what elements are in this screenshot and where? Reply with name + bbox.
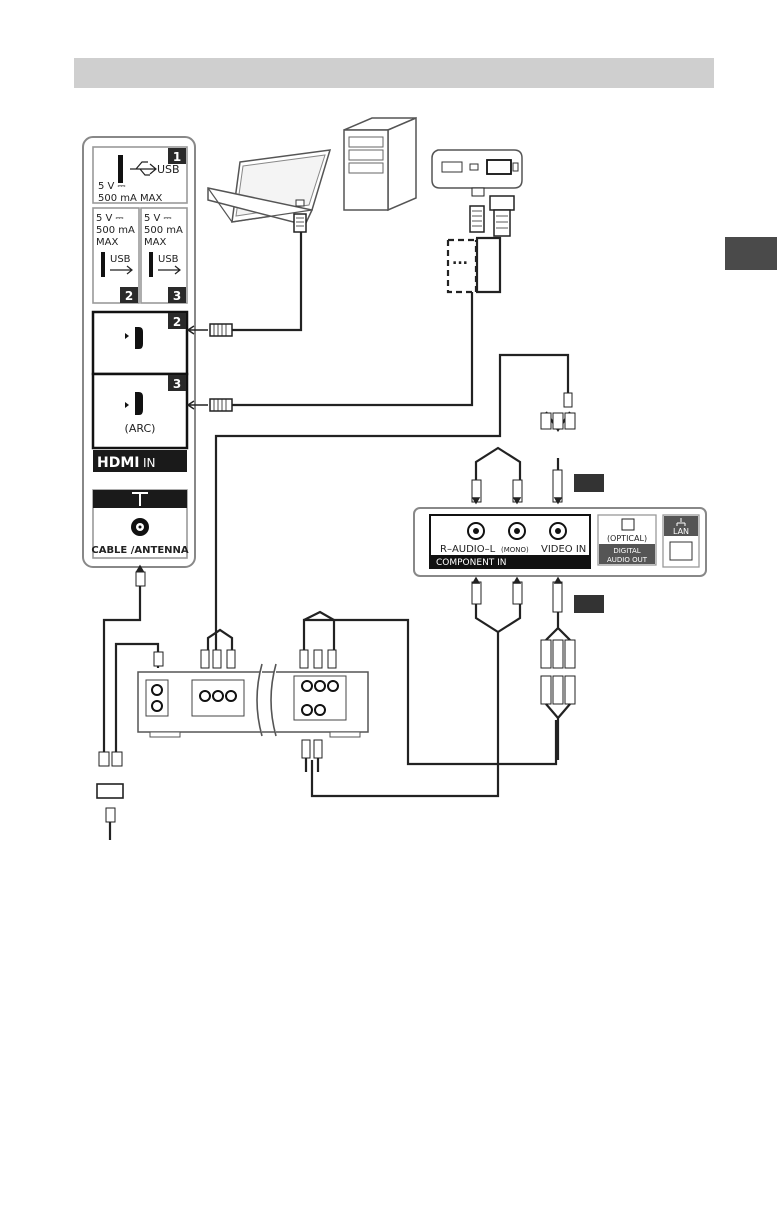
svg-text:2: 2: [173, 315, 181, 329]
usb-port-1: 1 USB 5 V ⎓ 500 mA MAX: [93, 147, 187, 204]
hdmi-port-3: 3 (ARC): [93, 374, 187, 448]
svg-text:(MONO): (MONO): [501, 546, 529, 554]
lan-port: LAN: [663, 515, 699, 567]
svg-text:5 V ⎓: 5 V ⎓: [98, 181, 126, 192]
svg-text:LAN: LAN: [673, 527, 689, 536]
av-device-icon: [138, 650, 368, 772]
svg-text:...: ...: [452, 252, 468, 268]
usb-port-3: 3 5 V ⎓ 500 mA MAX USB: [141, 208, 187, 303]
hdmi-port-icon: [135, 392, 143, 415]
label-tab: [574, 474, 604, 492]
svg-text:5 V ⎓: 5 V ⎓: [144, 213, 172, 224]
hdmi-port-icon: [135, 327, 143, 349]
svg-text:VIDEO IN: VIDEO IN: [541, 544, 586, 555]
svg-text:R–AUDIO–L: R–AUDIO–L: [440, 544, 496, 555]
splitter-icon: [97, 784, 123, 798]
svg-text:1: 1: [173, 150, 181, 164]
optical-port: (OPTICAL) DIGITAL AUDIO OUT: [598, 515, 656, 565]
desktop-pc-icon: [344, 118, 522, 236]
svg-text:USB: USB: [157, 163, 180, 176]
svg-text:HDMI: HDMI: [97, 455, 139, 471]
hdmi-cables: [188, 232, 477, 411]
tv-side-panel: 1 USB 5 V ⎓ 500 mA MAX 2 5 V ⎓ 500 mA MA…: [83, 137, 195, 567]
svg-text:3: 3: [173, 289, 181, 303]
svg-text:COMPONENT IN: COMPONENT IN: [436, 558, 507, 568]
svg-text:(OPTICAL): (OPTICAL): [607, 534, 647, 543]
svg-text:CABLE /ANTENNA: CABLE /ANTENNA: [91, 545, 189, 556]
adapter-box: ...: [448, 238, 500, 292]
svg-text:AUDIO OUT: AUDIO OUT: [607, 556, 648, 564]
svg-text:5 V ⎓: 5 V ⎓: [96, 213, 124, 224]
tv-rear-panel: R–AUDIO–L (MONO) VIDEO IN COMPONENT IN (…: [414, 508, 706, 576]
svg-text:IN: IN: [143, 456, 156, 470]
svg-text:MAX: MAX: [96, 237, 118, 248]
svg-text:500 mA MAX: 500 mA MAX: [98, 193, 162, 204]
hdmi-in-label: HDMI IN: [93, 450, 187, 472]
hdmi-port-2: 2: [93, 312, 187, 374]
svg-text:USB: USB: [110, 254, 131, 265]
usb-port-2: 2 5 V ⎓ 500 mA MAX USB: [93, 208, 139, 303]
svg-text:2: 2: [125, 289, 133, 303]
laptop-icon: [208, 150, 330, 232]
svg-text:DIGITAL: DIGITAL: [613, 547, 640, 555]
label-tab: [574, 595, 604, 613]
antenna-port: CABLE /ANTENNA: [91, 490, 189, 558]
svg-text:USB: USB: [158, 254, 179, 265]
svg-text:500 mA: 500 mA: [144, 225, 183, 236]
svg-text:MAX: MAX: [144, 237, 166, 248]
svg-text:(ARC): (ARC): [125, 422, 156, 435]
svg-text:3: 3: [173, 377, 181, 391]
svg-text:500 mA: 500 mA: [96, 225, 135, 236]
